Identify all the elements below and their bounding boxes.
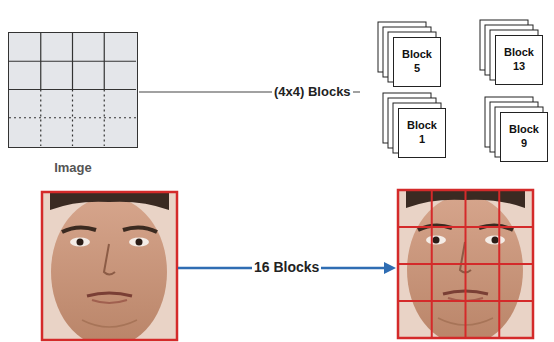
block-label: Block 9 (506, 123, 542, 151)
block-card: Block 9 (500, 112, 548, 162)
image-label: Image (9, 160, 137, 175)
block-card: Block 13 (495, 35, 543, 85)
face-grid-photo (398, 190, 533, 342)
grid-lines (9, 33, 136, 146)
block-card: Block 5 (393, 37, 441, 87)
block-label: Block 1 (404, 119, 440, 147)
block-label: Block 13 (501, 46, 537, 74)
block-card: Block 1 (398, 108, 446, 158)
image-grid: Image (8, 32, 138, 148)
block-label: Block 5 (399, 48, 435, 76)
face-photo (42, 192, 177, 342)
arrow-label: 16 Blocks (252, 260, 321, 275)
arrow-label: (4x4) Blocks (272, 85, 353, 99)
